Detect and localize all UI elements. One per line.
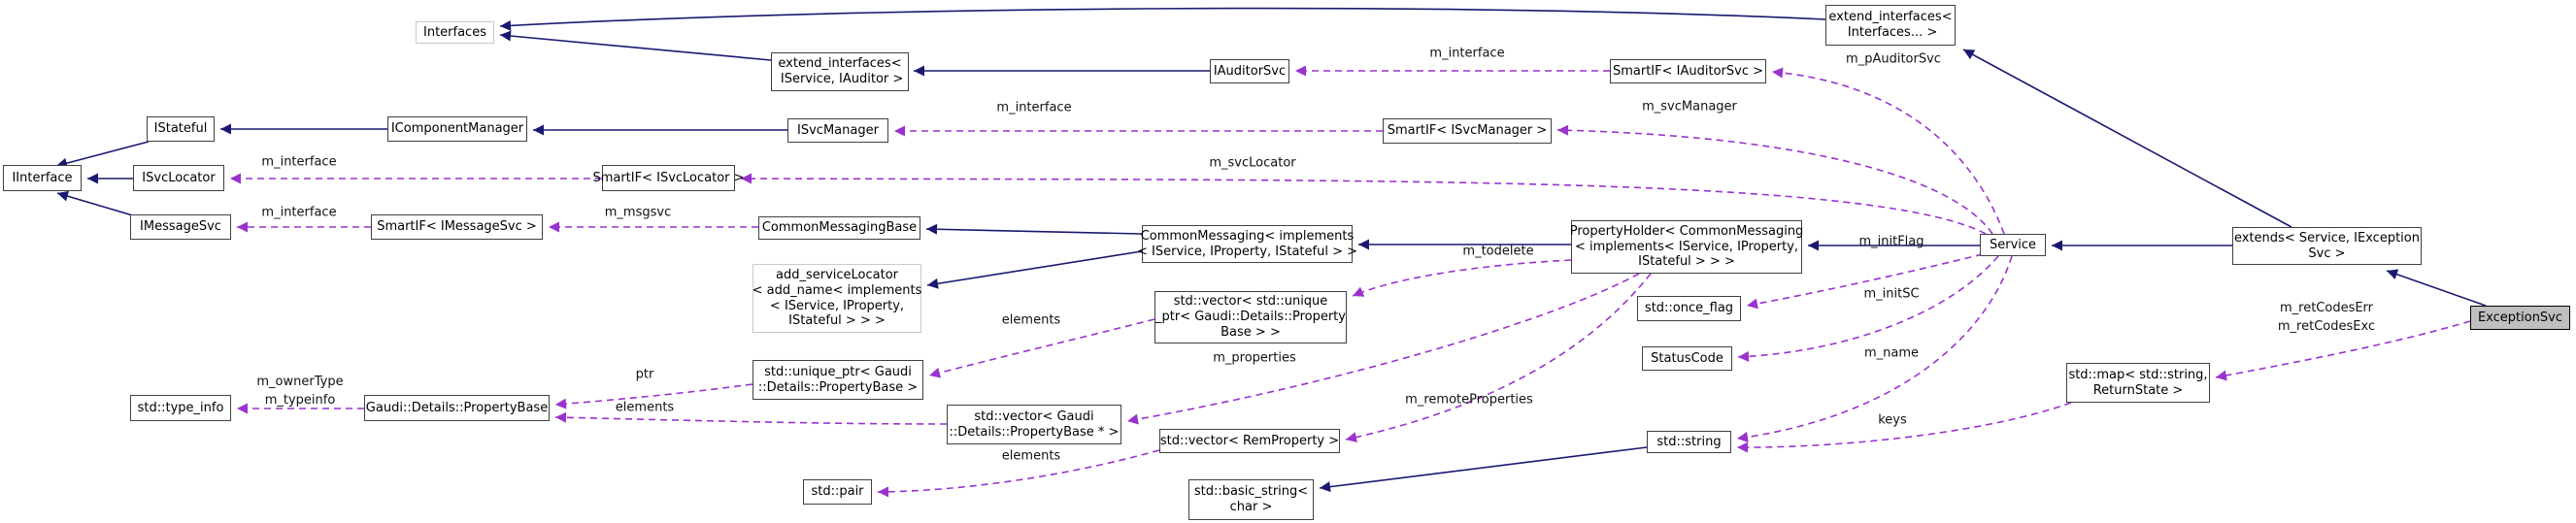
- edge-vectorremproperty-to-pair: [877, 449, 1160, 498]
- edge-label-m-svcmanager: m_svcManager: [1642, 99, 1737, 114]
- edge-vectorpropertybaseptr-to-propertybase: [554, 411, 948, 425]
- edge-service-to-smartifiauditorsvc: [1771, 67, 2005, 235]
- node-interfaces: Interfaces: [416, 21, 494, 44]
- node-extend-interfaces-pack[interactable]: extend_interfaces< Interfaces... >: [1825, 5, 1956, 46]
- edge-label-m-retcodes: m_retCodesErr m_retCodesExc: [2277, 301, 2376, 334]
- edge-extendpack-to-interfaces: [499, 7, 1826, 31]
- node-istateful[interactable]: IStateful: [147, 116, 215, 142]
- node-extend-interfaces-iservice-iauditor[interactable]: extend_interfaces< IService, IAuditor >: [771, 52, 909, 91]
- edge-label-m-ownertype-typeinfo: m_ownerType m_typeinfo: [256, 375, 344, 408]
- node-imessagesvc[interactable]: IMessageSvc: [130, 214, 231, 240]
- node-gaudi-details-propertybase[interactable]: Gaudi::Details::PropertyBase: [364, 395, 550, 421]
- edge-label-elements-pair: elements: [1001, 448, 1061, 464]
- edge-service-to-onceflag: [1746, 253, 1984, 310]
- edge-uniqueptr-to-propertybase: [554, 383, 753, 409]
- edge-commonmessaging-to-base: [925, 223, 1143, 235]
- edge-label-m-pauditorsvc: m_pAuditorSvc: [1846, 51, 1941, 67]
- node-commonmessagingbase[interactable]: CommonMessagingBase: [758, 216, 920, 240]
- edge-label-m-interface-iauditorsvc: m_interface: [1429, 46, 1505, 61]
- node-smartif-imessagesvc[interactable]: SmartIF< IMessageSvc >: [371, 214, 543, 240]
- edge-propertyholder-to-vectorpropertybaseptr: [1126, 273, 1640, 425]
- edge-extendia-to-interfaces: [499, 30, 772, 61]
- usage-edges: [230, 65, 2471, 498]
- edge-commonmessaging-to-addservicelocator: [926, 250, 1143, 289]
- edge-label-m-name: m_name: [1863, 345, 1920, 361]
- node-vector-propertybase-ptr[interactable]: std::vector< Gaudi ::Details::PropertyBa…: [947, 405, 1121, 444]
- edge-label-elements-propertybase: elements: [615, 400, 675, 415]
- node-iinterface[interactable]: IInterface: [3, 165, 82, 191]
- edge-exceptionsvc-to-extends: [2386, 269, 2487, 307]
- edge-label-m-initsc: m_initSC: [1863, 286, 1920, 302]
- edge-service-to-smartifisvclocator: [740, 173, 1987, 235]
- node-propertyholder[interactable]: PropertyHolder< CommonMessaging < implem…: [1570, 220, 1803, 274]
- inheritance-edges: [55, 7, 2487, 493]
- node-service[interactable]: Service: [1980, 234, 2046, 256]
- edge-label-m-interface-isvclocator: m_interface: [261, 154, 337, 170]
- node-statuscode[interactable]: StatusCode: [1642, 346, 1732, 371]
- node-vector-uniqueptr-propertybase[interactable]: std::vector< std::unique _ptr< Gaudi::De…: [1154, 291, 1347, 343]
- node-smartif-iauditorsvc[interactable]: SmartIF< IAuditorSvc >: [1610, 59, 1766, 83]
- node-std-pair[interactable]: std::pair: [803, 479, 872, 505]
- edge-istateful-to-iinterface: [55, 141, 150, 169]
- edge-label-keys: keys: [1878, 412, 1907, 428]
- edge-label-m-interface-imessagesvc: m_interface: [261, 205, 337, 220]
- node-vector-remproperty[interactable]: std::vector< RemProperty >: [1159, 429, 1340, 453]
- node-std-basicstring-char[interactable]: std::basic_string< char >: [1188, 479, 1314, 520]
- edge-label-elements-uniqueptr: elements: [1001, 312, 1061, 328]
- node-std-typeinfo[interactable]: std::type_info: [130, 395, 231, 421]
- node-commonmessaging[interactable]: CommonMessaging< implements < IService, …: [1137, 225, 1357, 263]
- edge-propertyholder-to-vectorremproperty: [1345, 273, 1652, 443]
- edge-label-m-svclocator: m_svcLocator: [1209, 155, 1296, 171]
- node-std-string[interactable]: std::string: [1647, 431, 1731, 453]
- node-isvcmanager[interactable]: ISvcManager: [787, 118, 888, 143]
- node-exceptionsvc: ExceptionSvc: [2470, 306, 2570, 330]
- edge-service-to-statuscode: [1737, 255, 1999, 362]
- node-smartif-isvclocator[interactable]: SmartIF< ISvcLocator >: [592, 165, 745, 191]
- edge-label-m-initflag: m_initFlag: [1858, 234, 1924, 249]
- edge-vectoruniqueptr-to-uniqueptr: [928, 318, 1155, 378]
- edge-label-m-msgsvc: m_msgsvc: [604, 205, 672, 220]
- edge-label-m-interface-isvcmanager: m_interface: [996, 100, 1072, 115]
- edge-label-m-todelete: m_todelete: [1462, 244, 1534, 259]
- edge-service-to-smartifisvcmanager: [1556, 124, 1993, 235]
- edge-label-m-properties: m_properties: [1213, 350, 1296, 366]
- node-smartif-isvcmanager[interactable]: SmartIF< ISvcManager >: [1383, 118, 1552, 144]
- edge-service-to-string: [1736, 255, 2013, 442]
- edge-imessagesvc-to-iinterface: [56, 190, 137, 217]
- edge-extends-to-extendpack: [1962, 49, 2292, 228]
- node-std-onceflag[interactable]: std::once_flag: [1637, 296, 1741, 321]
- edge-string-to-basicstring: [1319, 446, 1648, 493]
- edge-label-m-remoteproperties: m_remoteProperties: [1405, 392, 1533, 408]
- node-icomponentmanager[interactable]: IComponentManager: [387, 116, 527, 142]
- node-iauditorsvc[interactable]: IAuditorSvc: [1210, 59, 1289, 83]
- node-uniqueptr-propertybase[interactable]: std::unique_ptr< Gaudi ::Details::Proper…: [753, 360, 923, 400]
- edge-map-to-string: [1736, 402, 2072, 453]
- node-std-map-string-returnstate[interactable]: std::map< std::string, ReturnState >: [2066, 363, 2210, 403]
- edge-label-ptr: ptr: [635, 367, 654, 382]
- edge-propertyholder-to-vectoruniqueptr: [1352, 259, 1572, 297]
- node-extends-service-iexceptionsvc[interactable]: extends< Service, IException Svc >: [2232, 227, 2422, 265]
- node-isvclocator[interactable]: ISvcLocator: [133, 165, 224, 191]
- node-add-servicelocator: add_serviceLocator < add_name< implement…: [753, 264, 921, 333]
